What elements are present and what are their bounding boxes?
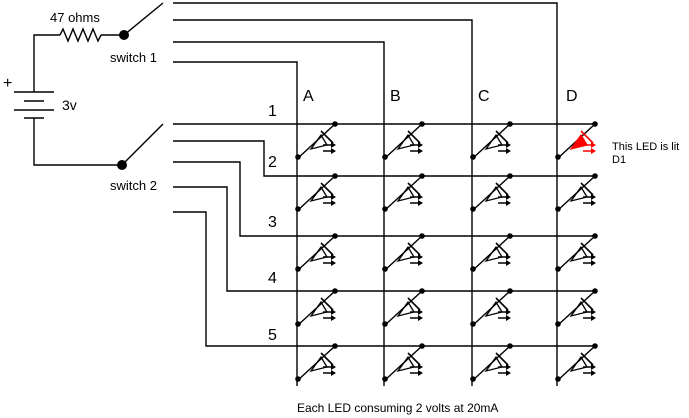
led-icon	[555, 343, 598, 382]
led-icon	[470, 173, 513, 212]
column-label-b: B	[390, 88, 401, 105]
row-label-2: 2	[268, 154, 277, 171]
lit-led-note: This LED is lit	[612, 141, 679, 153]
switch-icon	[117, 123, 164, 170]
row-feed-wires	[173, 123, 597, 347]
led-icon	[295, 173, 338, 212]
led-icon	[470, 233, 513, 272]
row-label-5: 5	[268, 327, 277, 344]
column-label-c: C	[478, 88, 490, 105]
battery-plus-label: +	[3, 75, 12, 92]
row-label-1: 1	[268, 103, 277, 120]
led-icon	[382, 343, 425, 382]
led-icon	[555, 288, 598, 327]
resistor-label: 47 ohms	[50, 10, 100, 25]
led-icon	[555, 121, 598, 160]
led-icon	[555, 233, 598, 272]
switch-icon	[119, 2, 164, 40]
led-icon	[382, 121, 425, 160]
switch-1-label: switch 1	[110, 50, 157, 65]
led-icon	[295, 288, 338, 327]
battery-voltage-label: 3v	[62, 97, 77, 113]
led-icon	[555, 173, 598, 212]
led-icon	[382, 288, 425, 327]
battery-icon	[14, 82, 54, 132]
led-icon	[382, 233, 425, 272]
column-label-a: A	[303, 88, 314, 105]
led-icon	[295, 343, 338, 382]
row-labels: 1 2 3 4 5	[268, 103, 277, 344]
lit-led-id: D1	[612, 154, 626, 166]
row-label-4: 4	[268, 270, 277, 287]
power-circuit: + 3v 47 ohms switch 1 switch 2	[3, 2, 164, 193]
switch-2-label: switch 2	[110, 178, 157, 193]
led-icon	[470, 121, 513, 160]
led-grid	[295, 108, 598, 386]
row-label-3: 3	[268, 214, 277, 231]
resistor-icon	[59, 27, 102, 43]
led-icon	[382, 173, 425, 212]
led-icon	[470, 288, 513, 327]
footer-note: Each LED consuming 2 volts at 20mA	[297, 401, 498, 415]
column-feed-wires	[173, 2, 558, 108]
led-icon	[470, 343, 513, 382]
led-icon	[295, 121, 338, 160]
led-icon	[295, 233, 338, 272]
column-label-d: D	[566, 88, 578, 105]
column-labels: A B C D	[303, 88, 578, 105]
